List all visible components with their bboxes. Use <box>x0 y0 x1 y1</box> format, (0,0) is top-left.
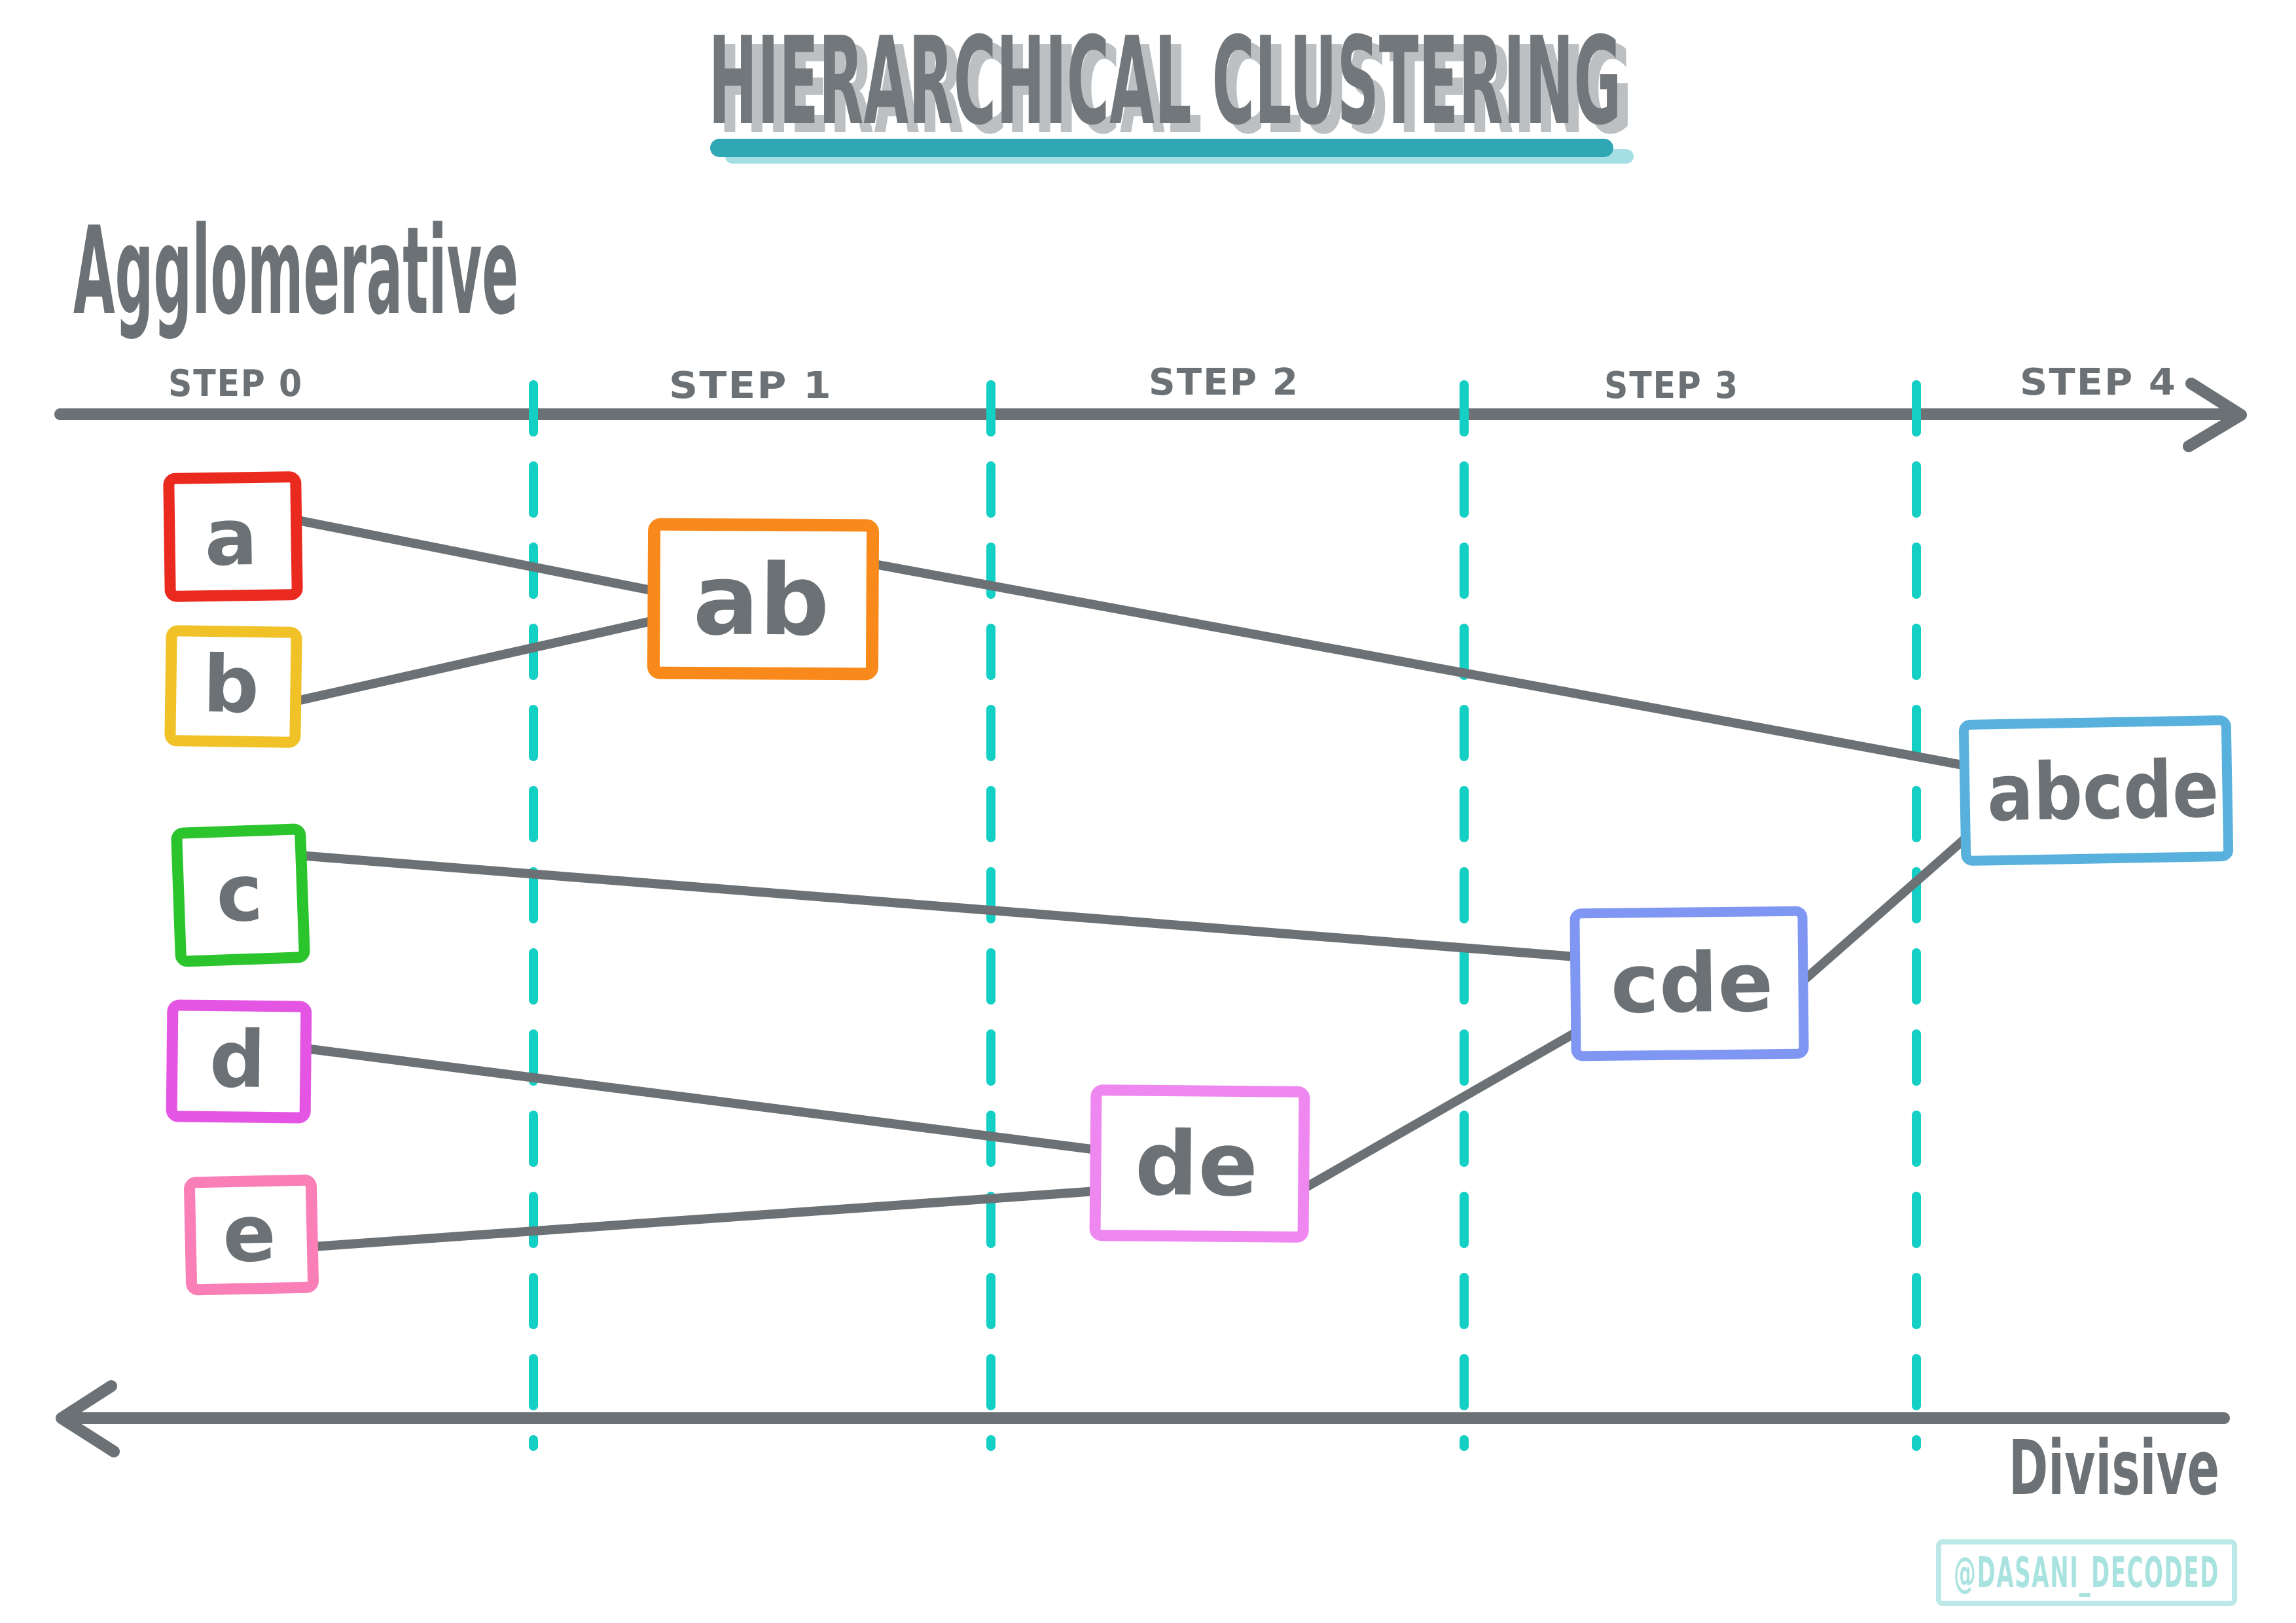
arrowhead-left-icon <box>56 1380 120 1457</box>
cluster-label-a: a <box>204 492 259 584</box>
cluster-node-b: b <box>164 625 302 748</box>
cluster-node-d: d <box>166 999 312 1124</box>
timeline-arrow <box>54 378 2247 452</box>
step-label-1: STEP 1 <box>669 365 833 407</box>
cluster-box-b <box>164 625 302 748</box>
watermark-border <box>1936 1539 2237 1606</box>
divisive-label: Divisive <box>2009 1425 2219 1512</box>
cluster-box-c <box>171 823 310 967</box>
edge-ab-abcde <box>870 560 1971 770</box>
cluster-label-cde: cde <box>1610 935 1774 1032</box>
cluster-node-c: c <box>171 823 310 967</box>
step-label-4: STEP 4 <box>2020 361 2177 404</box>
cluster-label-e: e <box>222 1188 277 1281</box>
cluster-node-de: de <box>1089 1084 1310 1243</box>
edge-c-cde <box>294 851 1581 961</box>
cluster-box-ab <box>647 518 880 681</box>
edge-a-ab <box>293 516 659 596</box>
cluster-node-a: a <box>163 471 303 602</box>
cluster-box-d <box>166 999 312 1124</box>
divisive-arrow <box>56 1380 2230 1457</box>
cluster-node-ab: ab <box>647 518 880 681</box>
watermark-text: @DASANI_DECODED <box>1954 1549 2219 1597</box>
cluster-label-de: de <box>1134 1113 1259 1217</box>
cluster-box-cde <box>1570 906 1809 1061</box>
cluster-node-e: e <box>184 1174 319 1296</box>
cluster-label-c: c <box>215 847 264 940</box>
cluster-label-ab: ab <box>692 543 830 658</box>
edge-b-ab <box>295 616 659 705</box>
step-label-0: STEP 0 <box>168 363 303 405</box>
step-label-3: STEP 3 <box>1604 365 1739 407</box>
edge-cde-abcde <box>1800 833 1971 984</box>
cluster-label-b: b <box>202 639 260 731</box>
cluster-node-abcde: abcde <box>1958 715 2234 866</box>
cluster-node-cde: cde <box>1570 906 1809 1061</box>
cluster-box-a <box>163 471 303 602</box>
arrowhead-right-icon <box>2183 378 2247 452</box>
title-underline <box>710 139 1613 157</box>
merge-edges <box>293 516 1971 1251</box>
page-title: HIERARCHICAL CLUSTERING <box>709 10 1622 152</box>
agglomerative-label: Agglomerative <box>73 200 518 342</box>
cluster-box-abcde <box>1958 715 2234 866</box>
cluster-box-de <box>1089 1084 1310 1243</box>
edge-e-de <box>308 1186 1102 1251</box>
cluster-label-abcde: abcde <box>1986 744 2219 839</box>
page-title-shadow: HIERARCHICAL CLUSTERING <box>719 20 1632 161</box>
edge-d-de <box>300 1044 1102 1154</box>
step-label-2: STEP 2 <box>1149 361 1299 404</box>
edge-de-cde <box>1300 1028 1580 1192</box>
cluster-box-e <box>184 1174 319 1296</box>
cluster-label-d: d <box>209 1014 266 1106</box>
watermark-badge: @DASANI_DECODED <box>1936 1539 2237 1606</box>
